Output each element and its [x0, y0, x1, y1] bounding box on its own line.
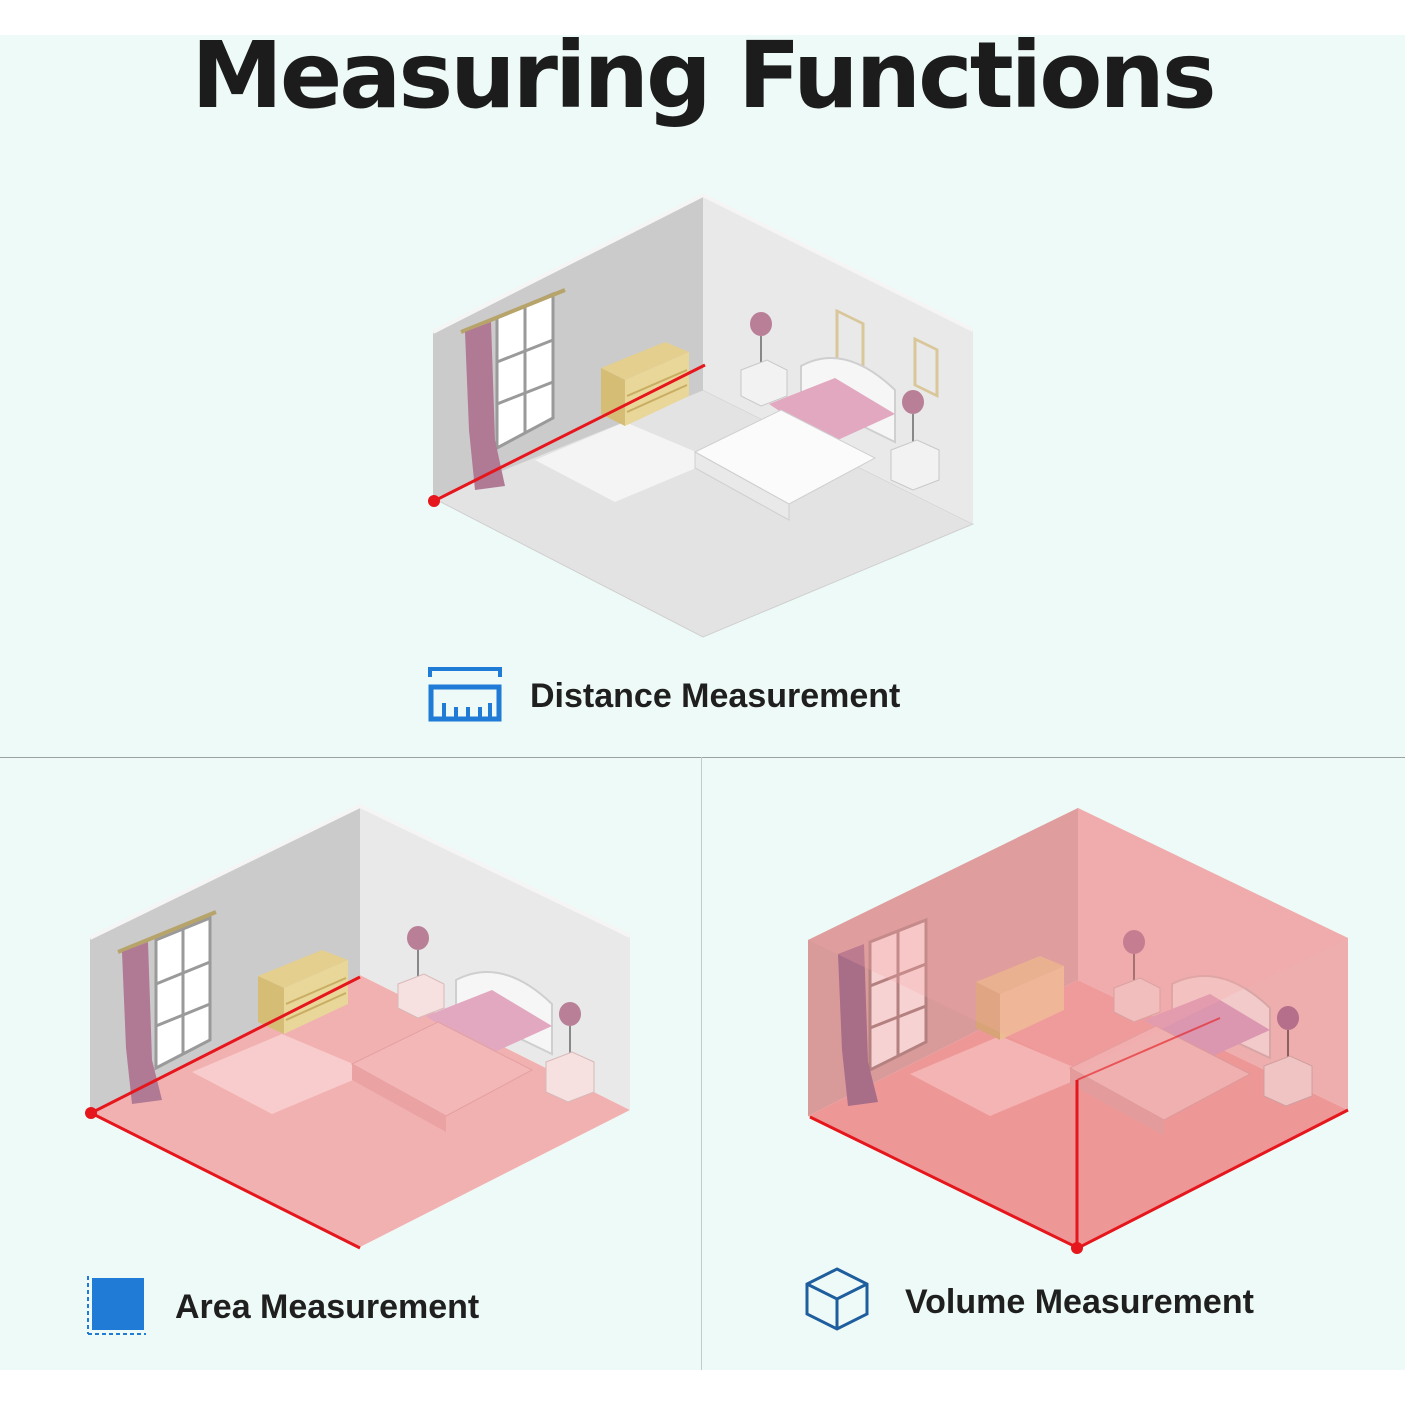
area-room-illustration [85, 803, 631, 1250]
distance-room-illustration [428, 192, 975, 638]
dresser [258, 950, 348, 1034]
curtain [838, 944, 878, 1106]
window [868, 917, 928, 1073]
laser-origin-dot [428, 495, 440, 507]
dresser [976, 956, 1064, 1040]
section-divider-vertical [701, 757, 702, 1370]
window [154, 915, 212, 1071]
window [495, 291, 555, 451]
laser-origin-dot [1071, 1242, 1083, 1254]
cube-icon [805, 1267, 869, 1331]
distance-laser-line [433, 363, 706, 503]
curtain [465, 322, 505, 490]
bed [1068, 975, 1271, 1136]
curtain [122, 942, 162, 1104]
bed [693, 357, 896, 521]
volume-room-illustration [808, 808, 1349, 1254]
ruler-icon [428, 667, 502, 722]
volume-measurement-label: Volume Measurement [905, 1283, 1254, 1321]
page-title: Measuring Functions [191, 22, 1216, 129]
laser-origin-dot [85, 1107, 97, 1119]
bed [350, 971, 553, 1132]
area-measurement-label: Area Measurement [175, 1288, 480, 1326]
area-square-icon [87, 1276, 146, 1335]
distance-measurement-label: Distance Measurement [530, 677, 901, 715]
section-divider-horizontal [0, 757, 1405, 758]
